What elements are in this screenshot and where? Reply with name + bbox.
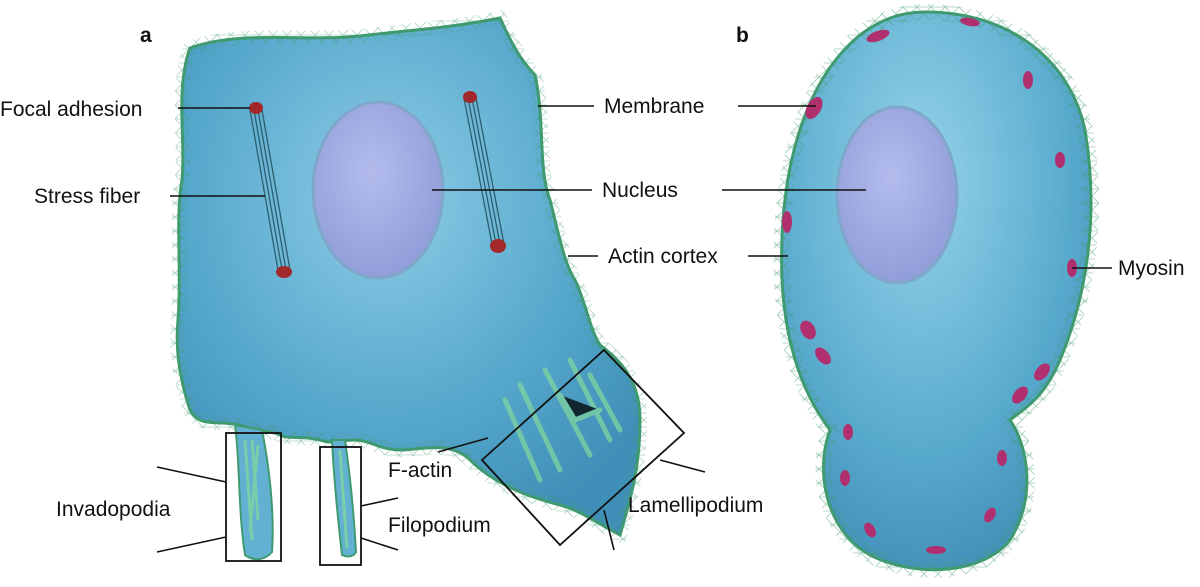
label-stress-fiber: Stress fiber	[34, 185, 140, 208]
lamellipodium-f-actin	[502, 357, 623, 483]
leader-filopodium-1	[360, 497, 399, 507]
stress-fiber-left	[249, 109, 291, 271]
myosin-11	[1012, 386, 1028, 404]
myosin-8	[800, 320, 816, 340]
focal-adhesion-1	[249, 102, 263, 114]
filopodium-actin	[338, 449, 349, 549]
panel-b-label: b	[736, 24, 749, 47]
leader-f-actin	[437, 437, 489, 453]
myosin-1	[866, 29, 890, 43]
label-invadopodia: Invadopodia	[56, 498, 171, 521]
cell-a-membrane-mesh	[170, 10, 648, 546]
myosin-12	[843, 424, 853, 440]
lamellipodium-box	[480, 348, 686, 547]
leader-lines	[156, 105, 1112, 553]
myosin-15	[984, 507, 996, 523]
myosin-16	[864, 522, 876, 538]
myosin-14	[840, 470, 850, 486]
leader-lamellipodium-2	[603, 509, 615, 551]
label-myosin: Myosin	[1118, 257, 1185, 280]
myosin-3	[1023, 71, 1033, 89]
panel-a-label: a	[140, 24, 152, 47]
cell-b-actin-cortex-mesh	[773, 3, 1099, 578]
nucleus-a	[311, 100, 445, 280]
label-actin-cortex: Actin cortex	[608, 245, 718, 268]
focal-adhesion-3	[463, 91, 477, 103]
label-membrane: Membrane	[604, 95, 704, 118]
myosin-spots	[782, 17, 1077, 554]
myosin-10	[1034, 363, 1050, 381]
myosin-13	[997, 450, 1007, 466]
label-nucleus: Nucleus	[602, 179, 678, 202]
myosin-5	[1055, 152, 1065, 168]
cell-a	[170, 10, 648, 561]
invadopodia-actin	[243, 439, 260, 541]
stress-fiber-right	[463, 97, 505, 245]
leader-invadopodia-1	[156, 466, 227, 483]
leader-filopodium-2	[360, 537, 399, 551]
cell-b	[773, 3, 1099, 578]
label-f-actin: F-actin	[388, 459, 452, 482]
myosin-2	[960, 17, 980, 27]
invadopodia-box	[225, 432, 282, 562]
leader-lamellipodium-1	[659, 459, 706, 473]
nucleus-b	[835, 105, 959, 285]
leader-invadopodia-2	[156, 536, 227, 553]
label-filopodium: Filopodium	[388, 514, 491, 537]
myosin-4	[805, 97, 823, 119]
myosin-17	[926, 546, 946, 554]
label-lamellipodium: Lamellipodium	[628, 494, 763, 517]
focal-adhesion-4	[490, 239, 506, 253]
myosin-9	[815, 347, 831, 365]
label-focal-adhesion: Focal adhesion	[0, 98, 142, 121]
focal-adhesion-2	[276, 266, 292, 278]
myosin-6	[782, 211, 792, 233]
